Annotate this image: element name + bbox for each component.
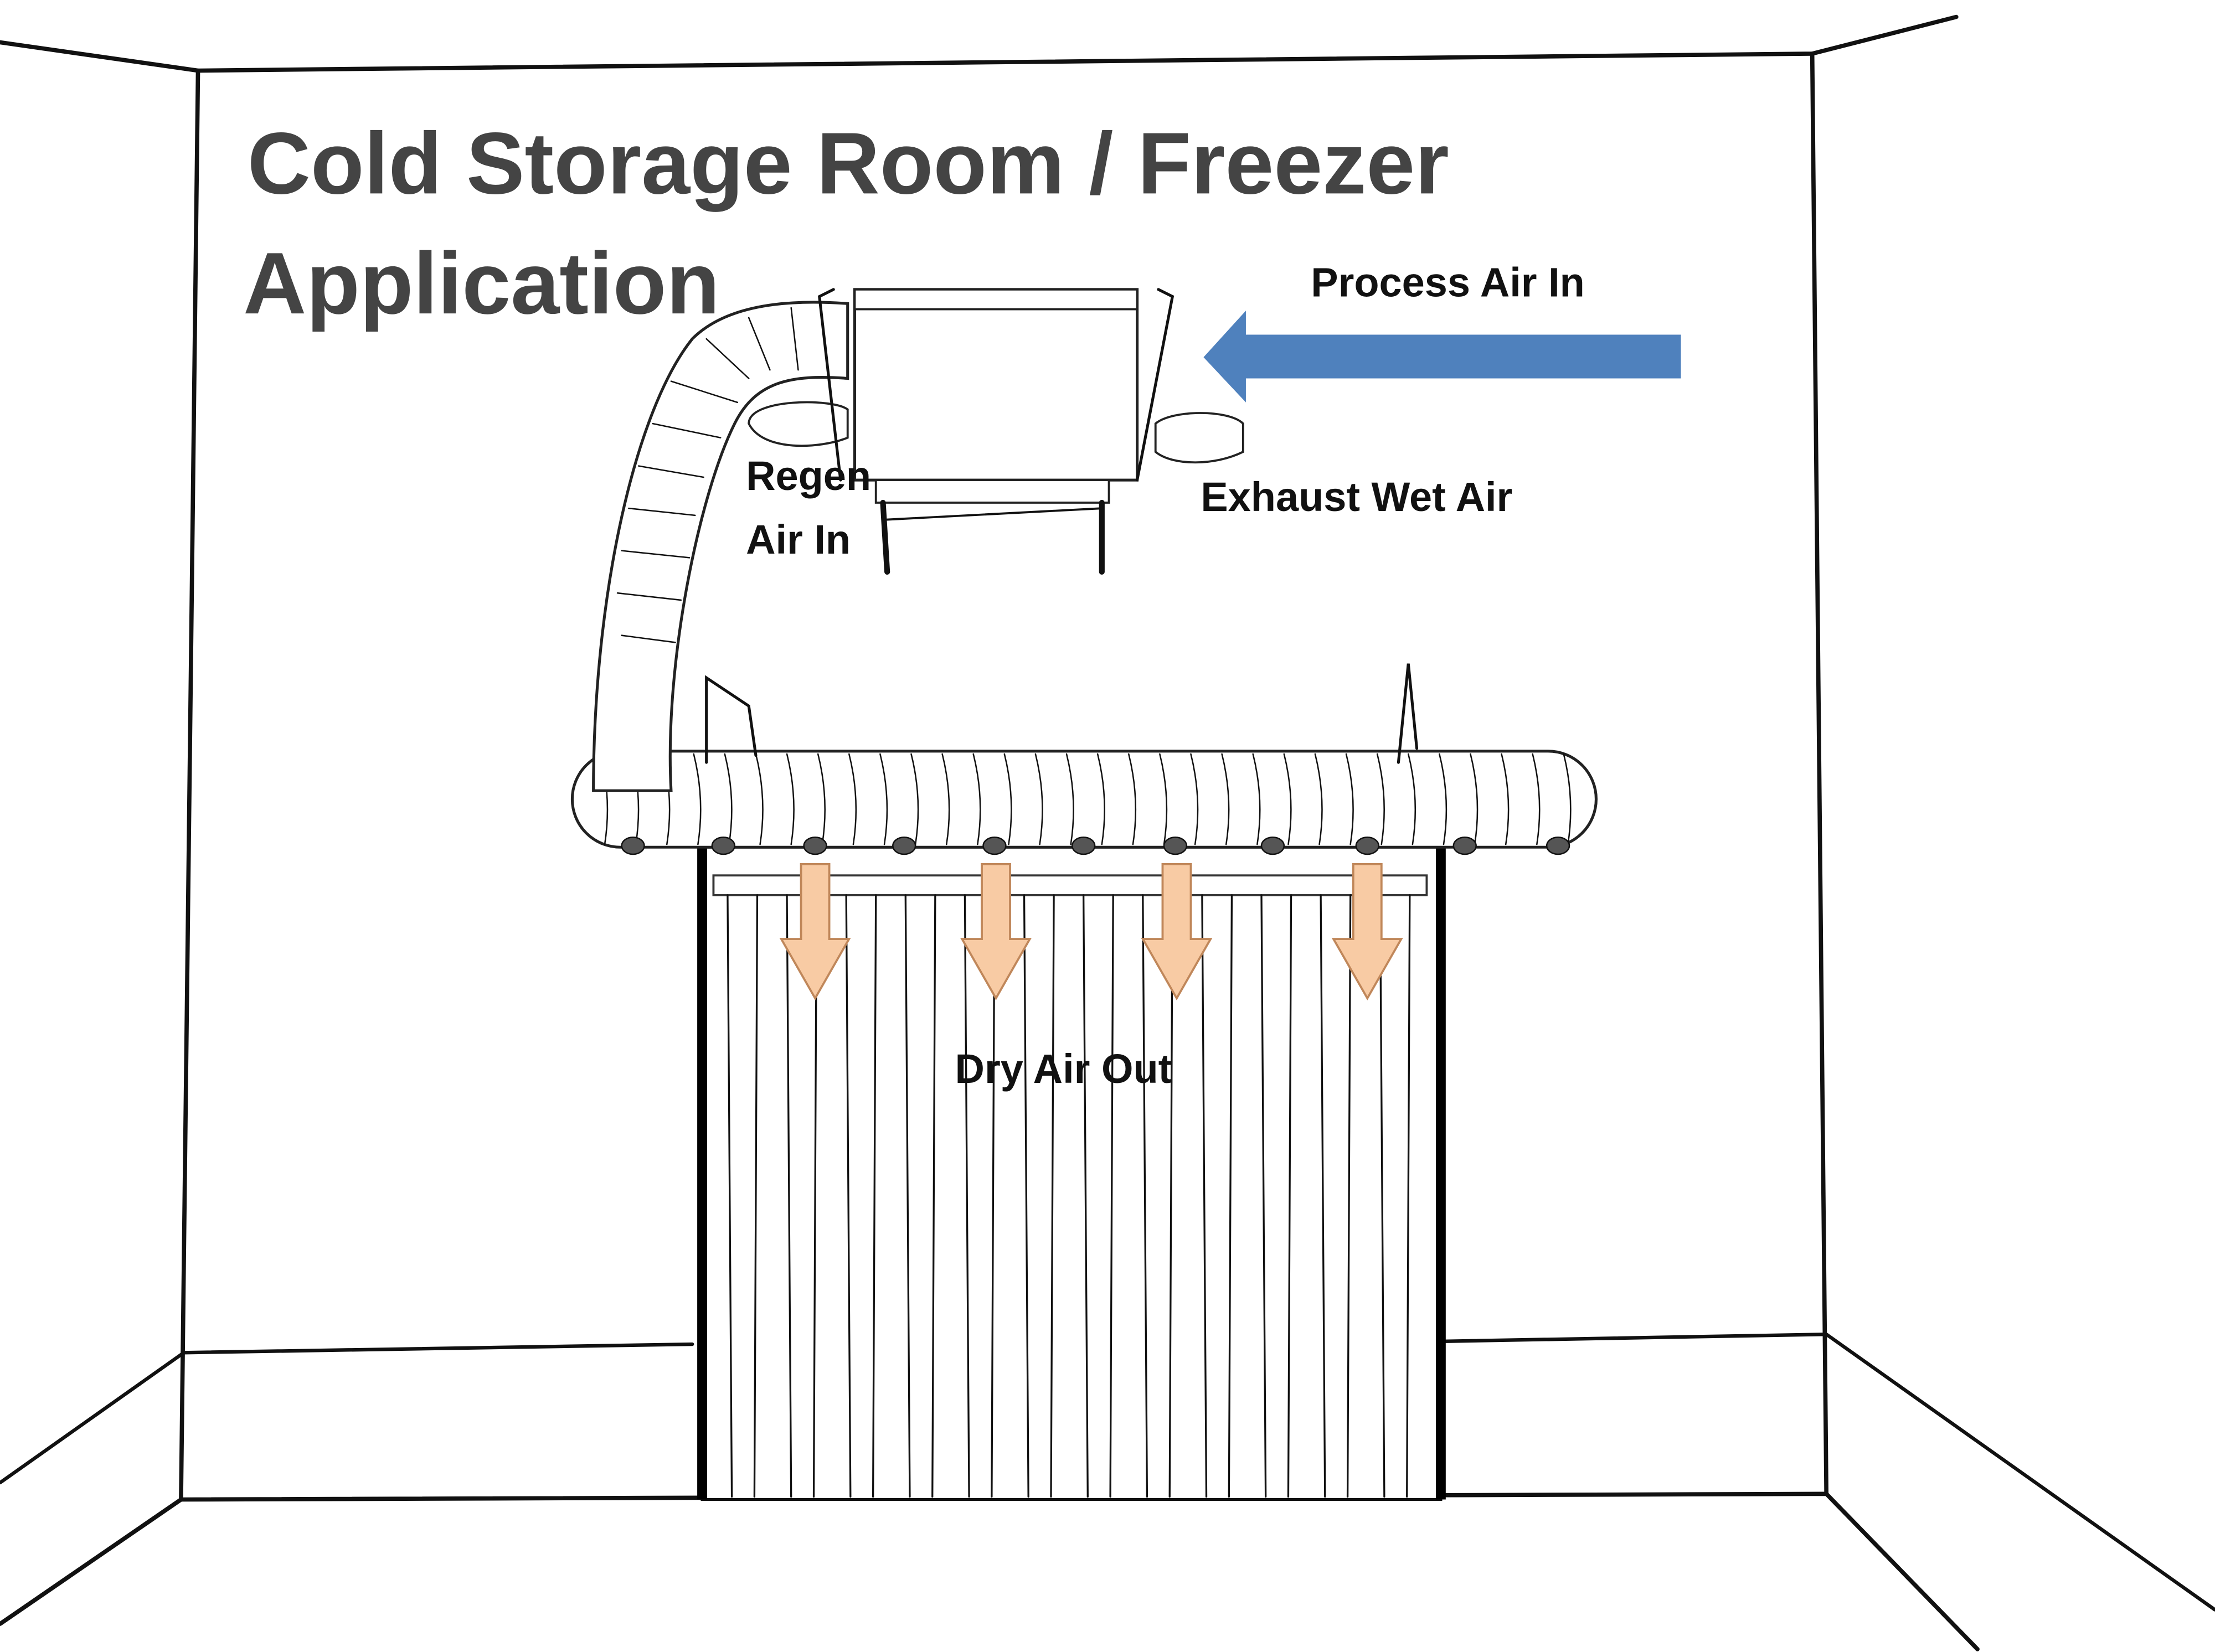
- duct-rib: [941, 753, 950, 845]
- duct-rib: [1096, 753, 1105, 845]
- curtain-strip: [1406, 894, 1411, 1498]
- horizontal-duct: [570, 663, 1598, 855]
- duct-nozzle: [892, 837, 916, 855]
- duct-nozzle: [621, 837, 645, 855]
- curtain-strip: [1346, 894, 1352, 1498]
- duct-rib: [1314, 753, 1323, 845]
- curtain-strip: [1287, 894, 1292, 1498]
- duct-nozzle: [711, 837, 735, 855]
- regen-label-line-2: Air In: [746, 517, 851, 562]
- curtain-strip: [1050, 894, 1055, 1498]
- curtain-strip: [904, 894, 911, 1498]
- curtain-strip: [964, 894, 970, 1498]
- duct-rib: [1065, 753, 1074, 845]
- duct-nozzle: [803, 837, 827, 855]
- duct-nozzle: [1452, 837, 1477, 855]
- duct-rib: [972, 753, 981, 845]
- duct-rib: [817, 753, 826, 845]
- curtain-strip: [1023, 894, 1029, 1498]
- curtain-strip: [1379, 894, 1385, 1498]
- duct-rib: [1345, 753, 1354, 845]
- duct-rib: [1283, 753, 1292, 845]
- dry-air-out-label: Dry Air Out: [955, 1046, 1172, 1092]
- curtain-strip: [753, 894, 759, 1498]
- dry-air-arrows: [779, 863, 1403, 1001]
- process-air-in-label: Process Air In: [1311, 260, 1585, 306]
- curtain-strip: [1260, 894, 1267, 1498]
- duct-rib: [1470, 753, 1479, 845]
- regen-label-line-1: Regen: [746, 453, 871, 499]
- duct-rib: [879, 753, 888, 845]
- curtain-strip: [845, 894, 852, 1498]
- duct-rib: [1221, 753, 1230, 845]
- curtain-strip: [872, 894, 877, 1498]
- dry-air-arrow: [960, 863, 1032, 1001]
- duct-rib: [1003, 753, 1012, 845]
- curtain-strip: [1168, 894, 1173, 1498]
- curtain-strip: [1320, 894, 1326, 1498]
- curtain-strip: [931, 894, 936, 1498]
- curtain-strip: [1142, 894, 1148, 1498]
- process-air-arrow: [1203, 311, 1681, 402]
- duct-rib: [910, 753, 919, 845]
- curtain-strip: [727, 894, 733, 1498]
- dry-air-arrow: [1141, 863, 1213, 1001]
- duct-rib: [786, 753, 795, 845]
- title-line-1: Cold Storage Room / Freezer: [248, 114, 1449, 212]
- duct-nozzle: [982, 837, 1007, 855]
- duct-rib: [848, 753, 857, 845]
- curtain-strip: [1201, 894, 1208, 1498]
- duct-rib: [1532, 753, 1541, 845]
- duct-rib: [1439, 753, 1448, 845]
- duct-rib: [1034, 753, 1043, 845]
- curtain-strip: [786, 894, 792, 1498]
- dehumidifier-unit: [817, 288, 1244, 575]
- duct-rib: [755, 753, 764, 845]
- duct-rib: [1501, 753, 1510, 845]
- door-curtain: [697, 845, 1446, 1501]
- duct-rib: [1407, 753, 1416, 845]
- duct-nozzle: [1355, 837, 1379, 855]
- duct-rib: [724, 753, 733, 845]
- duct-rib: [693, 753, 702, 845]
- duct-rib: [1376, 753, 1385, 845]
- dry-air-arrow: [779, 863, 851, 1001]
- duct-rib: [1159, 753, 1168, 845]
- duct-nozzle: [1546, 837, 1570, 855]
- duct-rib: [1563, 753, 1572, 845]
- duct-nozzle: [1260, 837, 1285, 855]
- duct-rib: [1127, 753, 1137, 845]
- curtain-strip: [1109, 894, 1114, 1498]
- duct-nozzle: [1163, 837, 1188, 855]
- dry-air-arrow: [1331, 863, 1403, 1001]
- vertical-duct: [592, 301, 849, 792]
- duct-nozzle: [1071, 837, 1096, 855]
- duct-rib: [1190, 753, 1199, 845]
- curtain-strip: [1082, 894, 1089, 1498]
- exhaust-wet-air-label: Exhaust Wet Air: [1201, 474, 1512, 520]
- curtain-strip: [1228, 894, 1233, 1498]
- title-line-2: Application: [243, 234, 720, 332]
- duct-rib: [1252, 753, 1261, 845]
